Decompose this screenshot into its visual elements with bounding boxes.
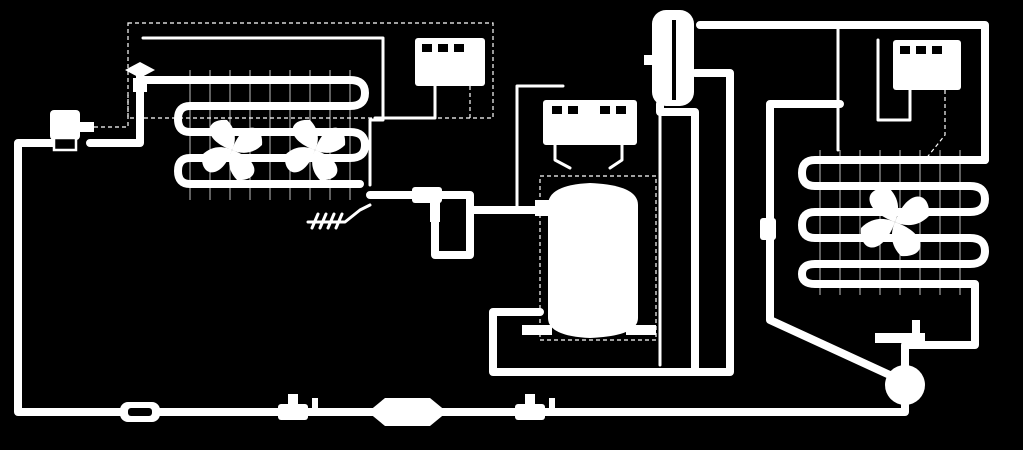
condenser-coil-icon [798,150,989,295]
fan-icon [201,119,263,181]
sight-glass-icon [120,402,160,422]
solenoid-valve-icon [50,95,129,152]
suction-line [366,191,544,214]
evaporator-control-box [127,22,494,119]
fan-icon [284,119,346,181]
liquid-line [14,139,909,416]
ball-valve-icon [412,187,442,222]
condenser-outlet-line [901,281,979,374]
equalizer-line [141,36,385,187]
receiver-drop [656,100,699,376]
injection-line [515,84,565,212]
thermostatic-expansion-valve-icon [125,62,155,92]
compressor-unit [522,100,657,341]
suction-trap [431,206,474,259]
receiver-return [489,69,734,376]
ball-valve-icon [278,394,318,420]
pressure-switch-icon [373,38,485,120]
hot-gas-bypass [766,100,909,386]
defrost-heater-icon [306,203,372,230]
compressor-icon [522,183,656,338]
evaporator-unit [127,22,494,230]
pressure-switch-icon [876,38,961,161]
tev-feed [86,66,144,147]
fan-icon [860,187,930,257]
receiver-icon [644,10,694,106]
condenser-unit [798,38,989,295]
pressure-switch-icon [543,100,637,170]
discharge-header [696,21,989,164]
compressor-control-box [539,175,657,341]
ball-valve-icon [515,394,555,420]
main-piping [14,21,989,416]
filter-drier-icon [368,398,447,426]
ball-valve-icon [760,218,776,240]
liquid-receiver-icon [875,320,925,405]
